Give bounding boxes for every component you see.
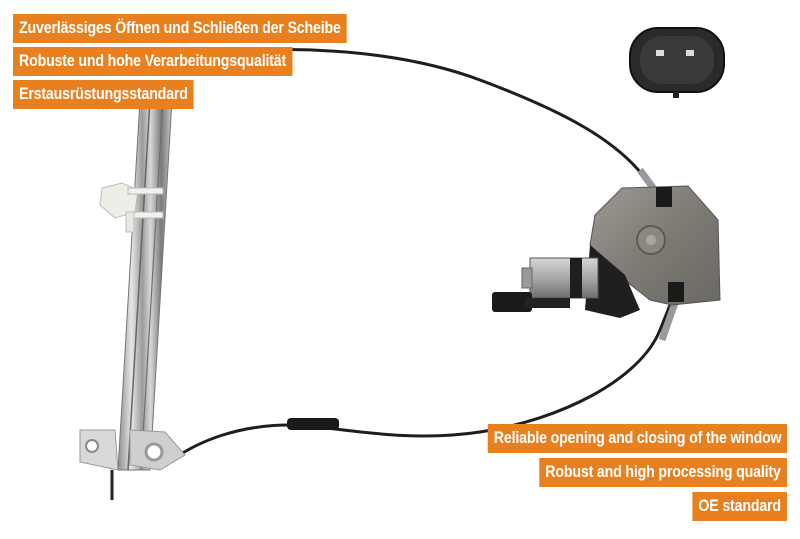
glass-clip [99,182,164,233]
feature-label-en-reliable: Reliable opening and closing of the wind… [487,424,787,453]
guide-rail [79,99,186,500]
feature-label-en-quality: Robust and high processing quality [539,458,787,487]
feature-label-de-oe-standard: Erstausrüstungsstandard [13,80,194,109]
motor-connector [492,292,570,312]
cable-sleeve [287,418,339,430]
motor-gearbox [492,185,721,318]
feature-label-de-quality: Robuste und hohe Verarbeitungsqualität [13,47,293,76]
feature-label-en-oe-standard: OE standard [692,492,787,521]
connector-plug [629,27,725,98]
feature-label-de-reliable: Zuverlässiges Öffnen und Schließen der S… [13,14,347,43]
